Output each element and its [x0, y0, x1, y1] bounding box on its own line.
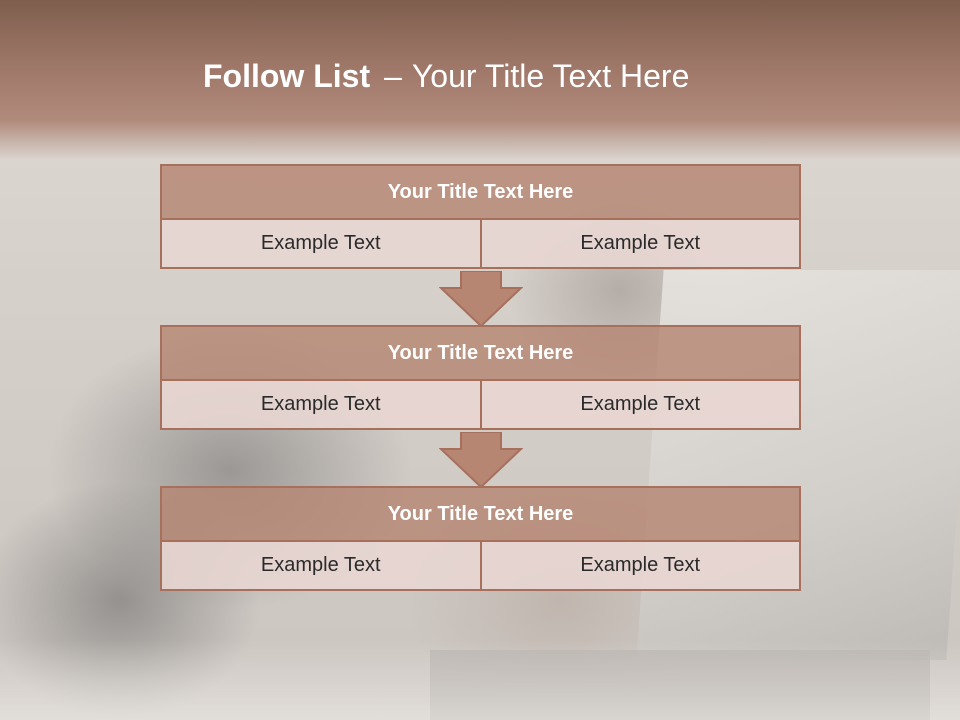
slide-title-bold: Follow List	[203, 58, 371, 94]
block-title: Your Title Text Here	[160, 325, 801, 381]
down-arrow-icon	[439, 271, 523, 327]
block-row: Example Text Example Text	[160, 542, 801, 591]
block-cell-left: Example Text	[162, 542, 480, 589]
block-cell-left: Example Text	[162, 381, 480, 428]
block-cell-right: Example Text	[479, 381, 799, 428]
list-block-2: Your Title Text Here Example Text Exampl…	[160, 325, 801, 430]
slide-title-separator: –	[384, 58, 402, 94]
header-band	[0, 0, 960, 160]
down-arrow-icon	[439, 432, 523, 488]
block-title: Your Title Text Here	[160, 486, 801, 542]
block-cell-left: Example Text	[162, 220, 480, 267]
block-title: Your Title Text Here	[160, 164, 801, 220]
block-row: Example Text Example Text	[160, 220, 801, 269]
background-desk	[0, 640, 960, 720]
block-row: Example Text Example Text	[160, 381, 801, 430]
block-cell-right: Example Text	[479, 220, 799, 267]
list-block-1: Your Title Text Here Example Text Exampl…	[160, 164, 801, 269]
slide-title: Follow List–Your Title Text Here	[0, 56, 960, 96]
slide-title-rest: Your Title Text Here	[411, 58, 690, 94]
list-block-3: Your Title Text Here Example Text Exampl…	[160, 486, 801, 591]
block-cell-right: Example Text	[479, 542, 799, 589]
